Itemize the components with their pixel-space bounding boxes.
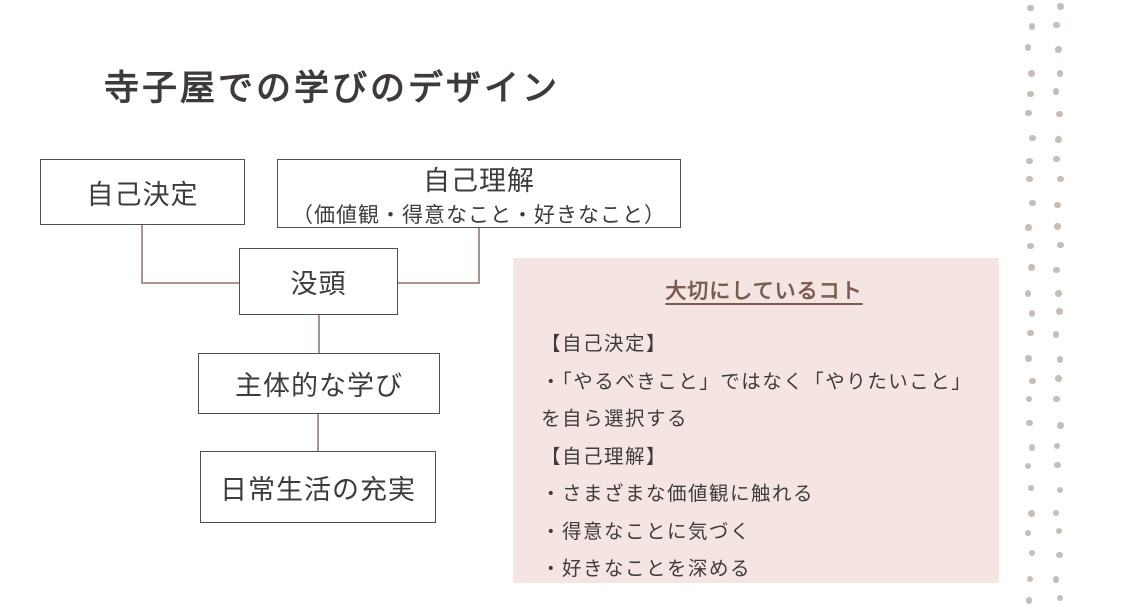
values-panel-body: 【自己決定】 ・「やるべきこと」ではなく「やりたいこと」を自ら選択する 【自己理… bbox=[541, 326, 987, 589]
dot bbox=[1024, 462, 1032, 470]
dot bbox=[1057, 175, 1064, 183]
dot bbox=[1052, 576, 1060, 583]
dot-pattern-column bbox=[1052, 0, 1064, 616]
node-label: 自己決定 bbox=[86, 179, 199, 210]
node-label: 日常生活の充実 bbox=[220, 474, 416, 505]
dot bbox=[1027, 329, 1034, 337]
dot bbox=[1057, 422, 1064, 429]
dot bbox=[1029, 134, 1036, 142]
connector-self-determination-down bbox=[141, 225, 143, 284]
connector-self-understanding-down bbox=[478, 228, 480, 284]
flowchart-node-self-determination: 自己決定 bbox=[40, 159, 245, 225]
dot bbox=[1028, 444, 1036, 451]
dot bbox=[1055, 527, 1063, 535]
dot bbox=[1029, 199, 1036, 207]
flowchart-node-daily-life: 日常生活の充実 bbox=[200, 451, 436, 523]
connector-immersion-to-proactive bbox=[318, 315, 320, 353]
dot bbox=[1025, 597, 1033, 604]
dot bbox=[1026, 575, 1034, 583]
dot bbox=[1052, 509, 1060, 517]
dot bbox=[1028, 264, 1035, 271]
flowchart-node-proactive-learning: 主体的な学び bbox=[198, 353, 440, 414]
flowchart-node-immersion: 没頭 bbox=[239, 248, 398, 315]
dot bbox=[1053, 442, 1061, 450]
dot bbox=[1053, 266, 1060, 274]
dot bbox=[1056, 551, 1063, 559]
dot bbox=[1055, 375, 1062, 382]
dot bbox=[1024, 529, 1032, 537]
dot bbox=[1056, 356, 1064, 363]
dot bbox=[1054, 201, 1061, 209]
dot bbox=[1029, 377, 1036, 385]
dot bbox=[1026, 157, 1033, 165]
dot bbox=[1053, 395, 1060, 403]
dot bbox=[1055, 290, 1062, 297]
dot bbox=[1028, 510, 1035, 517]
dot bbox=[1024, 44, 1032, 51]
dot bbox=[1028, 549, 1036, 557]
dot bbox=[1028, 70, 1035, 77]
flowchart-node-self-understanding: 自己理解 （価値観・得意なこと・好きなこと） bbox=[277, 159, 681, 228]
dot bbox=[1027, 90, 1034, 98]
connector-self-understanding-to-immersion bbox=[398, 282, 479, 284]
dot bbox=[1052, 331, 1060, 338]
dot bbox=[1056, 486, 1064, 494]
dot bbox=[1054, 223, 1061, 230]
node-sublabel: （価値観・得意なこと・好きなこと） bbox=[292, 203, 666, 227]
panel-item: ・好きなことを深める bbox=[541, 558, 752, 580]
dot bbox=[1028, 23, 1036, 30]
dot bbox=[1027, 484, 1035, 492]
dot bbox=[1025, 224, 1032, 231]
page-title: 寺子屋での学びのデザイン bbox=[104, 68, 561, 109]
dot bbox=[1026, 419, 1033, 427]
dot bbox=[1025, 395, 1033, 403]
dot bbox=[1026, 175, 1033, 183]
panel-item: ・得意なことに気づく bbox=[541, 520, 752, 543]
panel-item: ・さまざまな価値観に触れる bbox=[541, 483, 815, 505]
node-label: 自己理解 bbox=[423, 165, 535, 196]
connector-proactive-to-daily bbox=[317, 414, 319, 451]
dot bbox=[1055, 136, 1062, 143]
dot-pattern-column bbox=[1024, 0, 1036, 616]
dot bbox=[1025, 109, 1032, 116]
dot bbox=[1025, 355, 1032, 362]
values-panel: 大切にしているコト 【自己決定】 ・「やるべきこと」ではなく「やりたいこと」を自… bbox=[513, 258, 999, 583]
connector-self-determination-to-immersion bbox=[141, 282, 239, 284]
node-label: 没頭 bbox=[290, 269, 347, 299]
dot bbox=[1053, 21, 1060, 29]
dot bbox=[1056, 308, 1063, 315]
panel-item: 【自己理解】 bbox=[541, 445, 668, 468]
dot bbox=[1027, 242, 1034, 250]
dot bbox=[1053, 155, 1060, 163]
dot bbox=[1056, 70, 1064, 77]
panel-item: ・「やるべきこと」ではなく「やりたいこと」を自ら選択する bbox=[541, 370, 973, 431]
node-label: 主体的な学び bbox=[235, 371, 403, 401]
dot bbox=[1052, 88, 1060, 95]
values-panel-heading: 大切にしているコト bbox=[665, 280, 863, 303]
dot bbox=[1028, 310, 1036, 317]
dot bbox=[1024, 290, 1032, 297]
dot bbox=[1054, 461, 1061, 468]
dot bbox=[1057, 3, 1064, 10]
dot bbox=[1056, 110, 1063, 118]
dot bbox=[1027, 4, 1034, 11]
dot bbox=[1056, 594, 1064, 602]
panel-item: 【自己決定】 bbox=[541, 333, 668, 355]
dot bbox=[1055, 46, 1062, 53]
dot bbox=[1057, 241, 1064, 248]
